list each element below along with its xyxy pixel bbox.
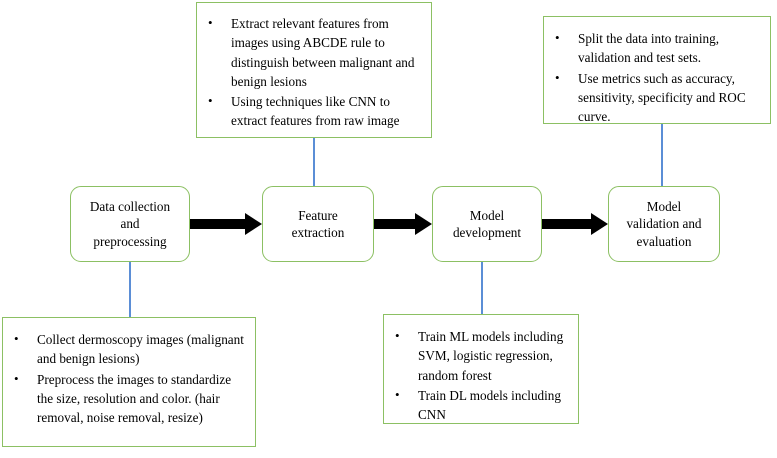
arrow-head [591, 213, 608, 235]
note-box-feature-extraction: • Extract relevant features from images … [196, 2, 432, 138]
list-item: • Collect dermoscopy images (malignant a… [3, 330, 245, 369]
process-box-data-collection-and-preprocessing[interactable]: Data collection and preprocessing [70, 186, 190, 262]
arrow-shaft [190, 219, 245, 229]
list-item: • Using techniques like CNN to extract f… [197, 92, 421, 131]
bullet-icon: • [14, 331, 19, 346]
process-box-model-validation-and-evaluation[interactable]: Model validation and evaluation [608, 186, 720, 262]
process-label: Model development [452, 207, 522, 240]
note-text: Train ML models including SVM, logistic … [418, 329, 564, 383]
process-label: Model validation and evaluation [626, 198, 702, 249]
note-box-model-validation: • Split the data into training, validati… [543, 16, 771, 124]
arrow-feature-extraction-to-model-development [374, 213, 432, 235]
arrow-shaft [542, 219, 591, 229]
list-item: • Train ML models including SVM, logisti… [384, 327, 568, 385]
list-item: • Train DL models including CNN [384, 386, 568, 425]
list-item: • Use metrics such as accuracy, sensitiv… [544, 69, 760, 127]
connector-data-collection-note [129, 262, 131, 317]
note-text: Preprocess the images to standardize the… [37, 371, 232, 426]
bullet-icon: • [395, 328, 400, 343]
note-list-model-validation: • Split the data into training, validati… [544, 29, 760, 126]
bullet-icon: • [14, 370, 19, 386]
list-item: • Split the data into training, validati… [544, 29, 760, 68]
note-list-feature-extraction: • Extract relevant features from images … [197, 14, 421, 131]
arrow-head [415, 213, 432, 235]
note-text: Use metrics such as accuracy, sensitivit… [578, 70, 746, 125]
note-text: Collect dermoscopy images (malignant and… [37, 332, 244, 367]
list-item: • Preprocess the images to standardize t… [3, 370, 245, 428]
note-box-model-development: • Train ML models including SVM, logisti… [383, 314, 579, 424]
arrow-data-collection-to-feature-extraction [190, 213, 262, 235]
note-text: Split the data into training, validation… [578, 31, 720, 66]
connector-model-development-note [481, 262, 483, 314]
note-text: Using techniques like CNN to extract fea… [231, 94, 400, 129]
arrow-model-development-to-model-validation [542, 213, 608, 235]
process-label: Data collection and preprocessing [89, 198, 171, 249]
connector-feature-extraction-note [313, 137, 315, 187]
bullet-icon: • [208, 15, 213, 30]
bullet-icon: • [395, 386, 400, 402]
note-text: Extract relevant features from images us… [231, 16, 415, 89]
note-list-model-development: • Train ML models including SVM, logisti… [384, 327, 568, 424]
note-list-data-collection: • Collect dermoscopy images (malignant a… [3, 330, 245, 427]
process-box-feature-extraction[interactable]: Feature extraction [262, 186, 374, 262]
note-box-data-collection: • Collect dermoscopy images (malignant a… [2, 317, 256, 447]
bullet-icon: • [555, 30, 560, 45]
note-text: Train DL models including CNN [418, 387, 561, 423]
process-label: Feature extraction [291, 207, 345, 240]
list-item: • Extract relevant features from images … [197, 14, 421, 91]
arrow-head [245, 213, 262, 235]
bullet-icon: • [555, 69, 560, 85]
bullet-icon: • [208, 93, 213, 109]
arrow-shaft [374, 219, 415, 229]
connector-model-validation-note [661, 124, 663, 186]
process-box-model-development[interactable]: Model development [432, 186, 542, 262]
